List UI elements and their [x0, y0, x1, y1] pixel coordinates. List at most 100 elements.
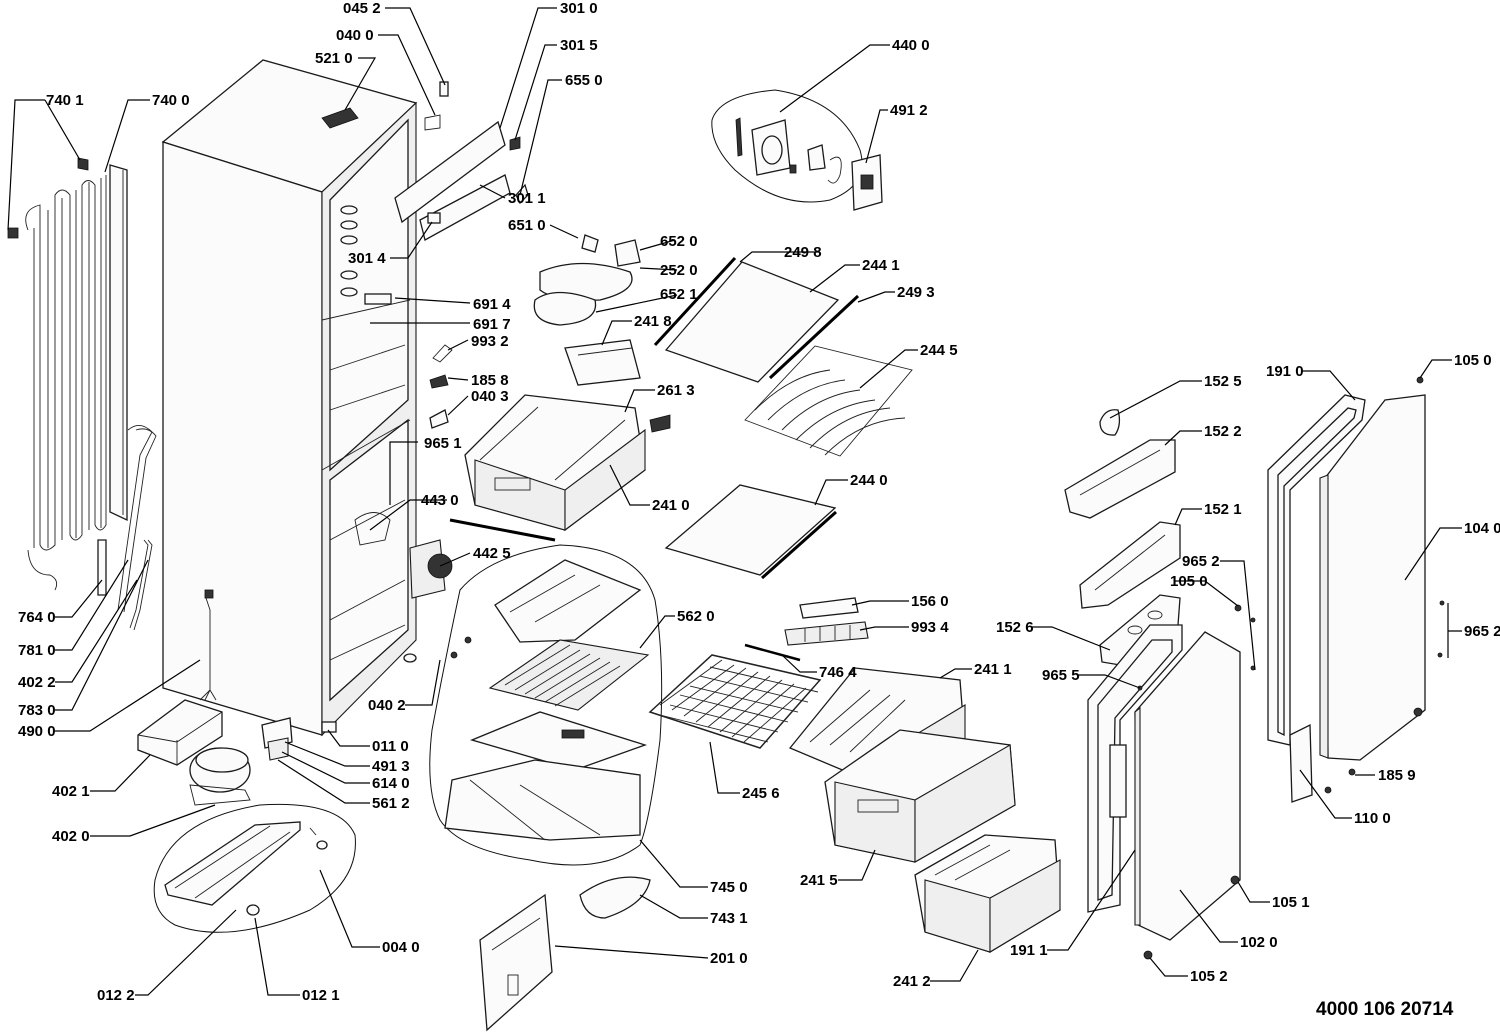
- callout-4913: 491 3: [372, 758, 410, 775]
- callout-1859: 185 9: [1378, 767, 1416, 784]
- door-bin-1-part: [1064, 439, 1176, 519]
- callout-5612: 561 2: [372, 795, 410, 812]
- callout-3011: 301 1: [508, 190, 546, 207]
- callout-7640: 764 0: [18, 609, 56, 626]
- callout-3014: 301 4: [348, 250, 386, 267]
- pipes-part: [97, 425, 157, 631]
- callout-6140: 614 0: [372, 775, 410, 792]
- callout-2445: 244 5: [920, 342, 958, 359]
- callout-9652a: 965 2: [1182, 553, 1220, 570]
- callout-1910: 191 0: [1266, 363, 1304, 380]
- callout-2498: 249 8: [784, 244, 822, 261]
- lamp-assembly-part: [533, 234, 641, 326]
- callout-1050b: 105 0: [1454, 352, 1492, 369]
- callout-0122: 012 2: [97, 987, 135, 1004]
- ice-tray-part: [784, 597, 869, 646]
- freezer-drawer-3-part: [914, 834, 1061, 953]
- callout-4912: 491 2: [890, 102, 928, 119]
- callout-5210: 521 0: [315, 50, 353, 67]
- callout-9932: 993 2: [471, 333, 509, 350]
- callout-7400: 740 0: [152, 92, 190, 109]
- hinge-part: [1289, 723, 1313, 803]
- callout-2410: 241 0: [652, 497, 690, 514]
- bottle-holder-part: [564, 339, 641, 386]
- fasteners-part: [450, 376, 1445, 960]
- callout-1051: 105 1: [1272, 894, 1310, 911]
- cabinet-part: [161, 59, 418, 737]
- callout-1100: 110 0: [1354, 810, 1391, 827]
- callout-5620: 562 0: [677, 608, 715, 625]
- callout-0403: 040 3: [471, 388, 509, 405]
- base-frame-part: [153, 803, 356, 933]
- callout-2411: 241 1: [974, 661, 1012, 678]
- wire-shelf-part: [744, 345, 913, 457]
- callout-6520: 652 0: [660, 233, 698, 250]
- duct-cover-part: [579, 876, 651, 919]
- callout-0040: 004 0: [382, 939, 420, 956]
- drawing-number: 4000 106 20714: [1316, 999, 1454, 1020]
- callout-0452: 045 2: [343, 0, 381, 17]
- door-bin-2-part: [1079, 521, 1181, 609]
- freezer-module-part: [429, 544, 663, 866]
- freezer-drawer-2-part: [824, 729, 1016, 863]
- callout-9655: 965 5: [1042, 667, 1080, 684]
- callout-3010: 301 0: [560, 0, 598, 17]
- callout-0110: 011 0: [372, 738, 409, 755]
- callout-7830: 783 0: [18, 702, 56, 719]
- condenser-part: [7, 157, 128, 591]
- callout-6914: 691 4: [473, 296, 511, 313]
- callout-4021: 402 1: [52, 783, 90, 800]
- callout-2415: 241 5: [800, 872, 838, 889]
- compressor-tray-part: [137, 699, 223, 766]
- thermostat-part: [711, 89, 863, 203]
- callout-6550: 655 0: [565, 72, 603, 89]
- callout-7450: 745 0: [710, 879, 748, 896]
- grid-shelf-part: [648, 643, 822, 749]
- callout-6917: 691 7: [473, 316, 511, 333]
- relay-part: [261, 717, 293, 761]
- callout-labels: 045 2 040 0 521 0 740 1 740 0 301 0 301 …: [18, 0, 1500, 1004]
- callout-7401: 740 1: [46, 92, 84, 109]
- callout-0400: 040 0: [336, 27, 374, 44]
- callout-2441: 244 1: [862, 257, 900, 274]
- callout-1911: 191 1: [1010, 942, 1048, 959]
- callout-1020: 102 0: [1240, 934, 1278, 951]
- callout-1526: 152 6: [996, 619, 1034, 636]
- callout-2440: 244 0: [850, 472, 888, 489]
- callout-9651: 965 1: [424, 435, 462, 452]
- callout-4430: 443 0: [421, 492, 459, 509]
- callout-2418: 241 8: [634, 313, 672, 330]
- thermostat-cover-part: [851, 154, 883, 211]
- callout-7810: 781 0: [18, 642, 56, 659]
- callout-1858: 185 8: [471, 372, 509, 389]
- callout-4020: 402 0: [52, 828, 90, 845]
- callout-4900: 490 0: [18, 723, 56, 740]
- callout-4425: 442 5: [473, 545, 511, 562]
- callout-0121: 012 1: [302, 987, 340, 1004]
- egg-holder-part: [1099, 409, 1121, 436]
- callout-9934: 993 4: [911, 619, 949, 636]
- lower-door-part: [1109, 631, 1241, 941]
- callout-2456: 245 6: [742, 785, 780, 802]
- upper-door-gasket-part: [1267, 394, 1366, 746]
- shroud-part: [354, 512, 391, 546]
- rear-cover-part: [479, 893, 553, 1032]
- crisper-drawer-part: [449, 394, 671, 542]
- callout-6521: 652 1: [660, 286, 698, 303]
- callout-1521: 152 1: [1204, 501, 1242, 518]
- callout-4022: 402 2: [18, 674, 56, 691]
- glass-plate-part: [664, 484, 837, 580]
- power-cable-part: [199, 589, 217, 701]
- callout-7431: 743 1: [710, 910, 748, 927]
- callout-1525: 152 5: [1204, 373, 1242, 390]
- callout-1560: 156 0: [911, 593, 949, 610]
- callout-3015: 301 5: [560, 37, 598, 54]
- callout-9652b: 965 2: [1464, 623, 1500, 640]
- compressor-part: [189, 747, 251, 806]
- lower-door-gasket-part: [1087, 624, 1183, 913]
- callout-2613: 261 3: [657, 382, 695, 399]
- fan-part: [409, 539, 453, 599]
- callout-2412: 241 2: [893, 973, 931, 990]
- callout-4400: 440 0: [892, 37, 930, 54]
